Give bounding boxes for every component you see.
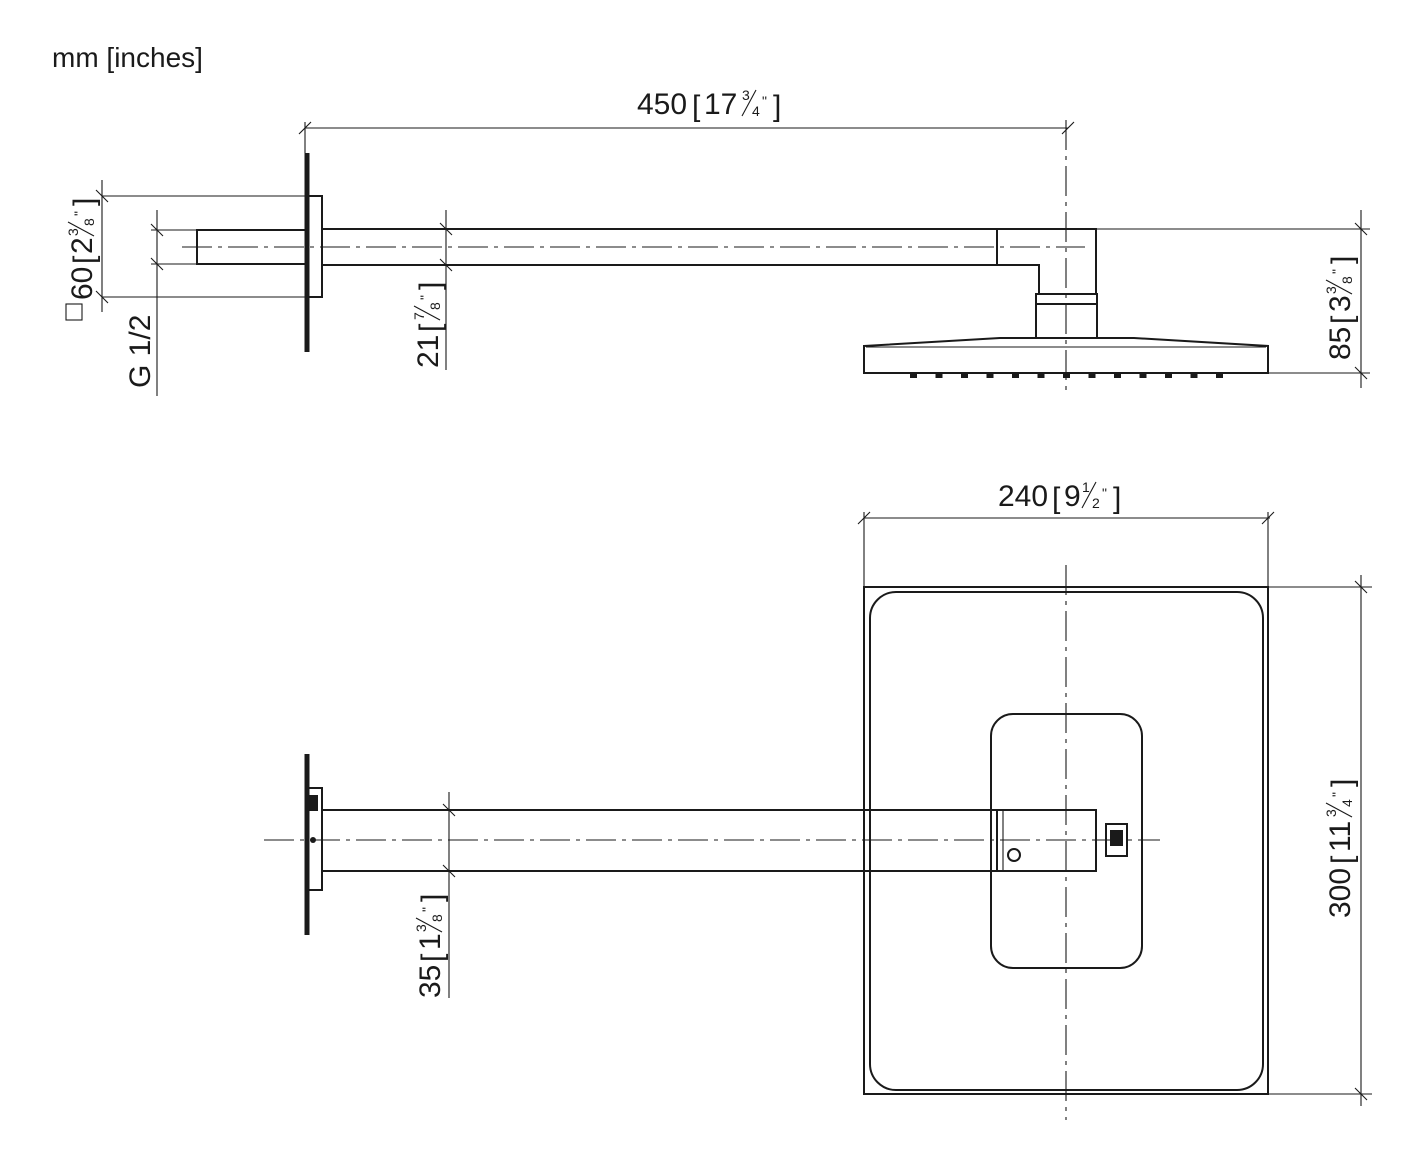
dim-head-width-mm: 240 bbox=[998, 480, 1048, 513]
nozzle bbox=[1037, 373, 1045, 378]
dim-thread-label: G 1/2 bbox=[124, 315, 157, 388]
dim-flange-inch-den: 8 bbox=[81, 218, 97, 226]
dim-length-inch-whole: 17 bbox=[704, 88, 737, 121]
dim-arm-width-bracket-open: [ bbox=[416, 953, 449, 962]
dim-head-length-inch-mark: " bbox=[1329, 792, 1345, 797]
dim-flange-inch-num: 3 bbox=[65, 228, 81, 236]
dim-total-height-inch-whole: 3 bbox=[1324, 295, 1357, 312]
dim-head-length-inch-num: 3 bbox=[1323, 809, 1339, 817]
arm-screw-icon bbox=[1007, 848, 1021, 862]
dim-total-height-mm: 85 bbox=[1324, 327, 1357, 360]
dim-length-bracket-open: [ bbox=[692, 90, 701, 123]
dim-head-length-inch-den: 4 bbox=[1339, 799, 1355, 807]
top-view: 240 [ 9 1 2 " ] 300 [ 11 3 4 " ] 35 [ bbox=[264, 479, 1372, 1120]
dim-length-mm: 450 bbox=[637, 88, 687, 121]
nozzle bbox=[1216, 373, 1223, 378]
dim-length-inch-num: 3 bbox=[742, 87, 750, 103]
nozzle bbox=[1165, 373, 1172, 378]
dim-total-height-bracket-open: [ bbox=[1326, 315, 1359, 324]
dim-arm-width-inch-whole: 1 bbox=[414, 933, 447, 950]
dim-arm-height-bracket-open: [ bbox=[414, 323, 447, 332]
nozzle bbox=[986, 373, 994, 378]
dim-total-height-bracket-close: ] bbox=[1326, 256, 1359, 264]
dim-head-length-bracket-close: ] bbox=[1326, 779, 1359, 787]
dim-arm-width-inch-den: 8 bbox=[429, 914, 445, 922]
side-view: 450 [ 17 3 4 " ] 60 [ 2 3 8 " ] G 1/2 bbox=[65, 87, 1370, 396]
dim-head-width-bracket-open: [ bbox=[1052, 482, 1061, 515]
dim-head-width-inch-den: 2 bbox=[1092, 495, 1100, 511]
dim-total-height-inch-den: 8 bbox=[1339, 276, 1355, 284]
nozzle bbox=[1114, 373, 1121, 378]
dim-head-width-bracket-close: ] bbox=[1113, 482, 1121, 515]
dim-flange-mm: 60 bbox=[66, 267, 99, 300]
dim-flange-bracket-close: ] bbox=[68, 198, 101, 206]
dim-length-bracket-close: ] bbox=[773, 90, 781, 123]
dim-head-length-inch-whole: 11 bbox=[1324, 821, 1357, 852]
dim-arm-height-bracket-close: ] bbox=[414, 282, 447, 290]
dim-head-length-bracket-open: [ bbox=[1326, 855, 1359, 864]
nozzle bbox=[935, 373, 943, 378]
nozzle bbox=[1139, 373, 1147, 378]
dim-total-height-inch-num: 3 bbox=[1323, 286, 1339, 294]
nozzle bbox=[961, 373, 968, 378]
dim-length-inch-den: 4 bbox=[752, 103, 760, 119]
dim-arm-width-mm: 35 bbox=[414, 965, 447, 998]
nozzle bbox=[1190, 373, 1198, 378]
dim-head-width-inch-mark: " bbox=[1102, 485, 1107, 501]
dim-arm-width-bracket-close: ] bbox=[416, 894, 449, 902]
dim-head-width-inch-whole: 9 bbox=[1064, 480, 1081, 513]
nozzle bbox=[910, 373, 917, 378]
units-label: mm [inches] bbox=[52, 42, 203, 73]
nozzle bbox=[1012, 373, 1019, 378]
dim-head-width-inch-num: 1 bbox=[1082, 479, 1090, 495]
dim-flange-inch-whole: 2 bbox=[66, 237, 99, 254]
dim-arm-width-inch-mark: " bbox=[419, 907, 435, 912]
dim-head-length-mm: 300 bbox=[1324, 868, 1357, 918]
dim-arm-height-mm: 21 bbox=[412, 335, 445, 368]
shower-head-side bbox=[863, 337, 1269, 374]
dim-arm-height-inch-num: 7 bbox=[411, 312, 427, 320]
arm-elbow bbox=[996, 228, 1097, 295]
dim-arm-width-inch-num: 3 bbox=[413, 924, 429, 932]
dim-total-height-inch-mark: " bbox=[1329, 269, 1345, 274]
dim-length-inch-mark: " bbox=[762, 93, 767, 109]
dim-flange-bracket-open: [ bbox=[68, 255, 101, 264]
dim-arm-height-inch-mark: " bbox=[417, 295, 433, 300]
set-screw-top bbox=[308, 795, 318, 811]
dim-flange-inch-mark: " bbox=[71, 211, 87, 216]
dim-arm-height-inch-den: 8 bbox=[427, 302, 443, 310]
nozzle bbox=[1088, 373, 1096, 378]
